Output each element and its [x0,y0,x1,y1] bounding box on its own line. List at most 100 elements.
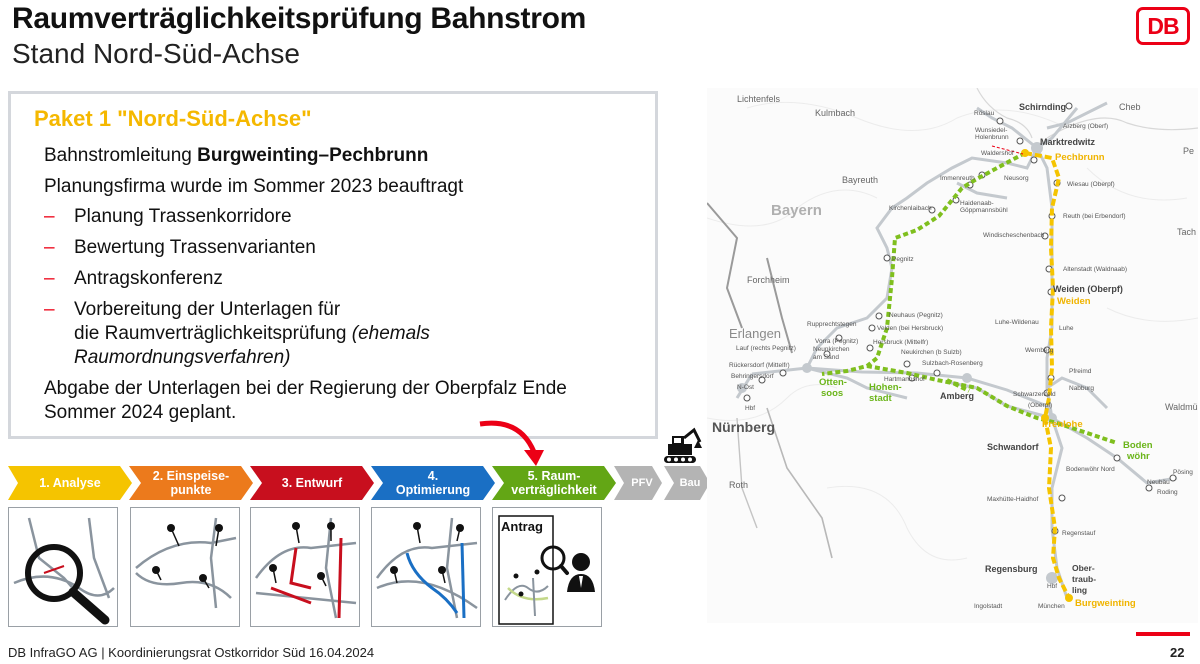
map-label: Luhe-Wildenau [995,319,1039,326]
antrag-label: Antrag [501,519,543,534]
map-label: Kulmbach [815,108,855,118]
map-label: Pfreimd [1069,368,1092,375]
map-label: traub- [1072,574,1096,584]
map-label: Regensburg [985,564,1038,574]
map-city-label: Nürnberg [712,419,775,435]
map-label: Pösing [1173,469,1193,476]
map-label-yellow: Burgweinting [1075,598,1136,609]
map-label: Kirchenlaibach [889,205,932,212]
map-label: Amberg [940,391,974,401]
map-label-green: stadt [869,393,893,404]
content-box [8,91,658,439]
line-prefix: Bahnstromleitung [44,145,198,166]
map-label: Pe [1183,146,1194,156]
thumbnail-einspeisepunkte [130,507,240,627]
step-label: 2. Einspeise- punkte [152,469,230,497]
footer-accent-bar [1136,632,1190,636]
page-number: 22 [1170,645,1185,660]
map-label: Reuth (bei Erbendorf) [1063,213,1126,220]
thumbnail-optimierung [371,507,481,627]
excavator-icon [664,427,702,463]
map-label: Pegnitz [892,256,914,263]
footer-text: DB InfraGO AG | Koordinierungsrat Ostkor… [8,645,375,660]
map-label: Schwandorf [987,442,1040,452]
map-label: Waldershof [981,150,1014,157]
paket-title: Paket 1 "Nord-Süd-Achse" [34,106,312,131]
map-label: Neukirchen (b Sulzb) [901,349,962,356]
map-label: Neubäu [1147,479,1170,486]
map-label: Luhe [1059,325,1074,332]
map-label: Lauf (rechts Pegnitz) [736,345,796,352]
bullet-cont-text: die Raumverträglichkeitsprüfung [74,323,352,344]
map-label: Windischeschenbach [983,232,1045,239]
db-logo-text: DB [1147,13,1179,39]
map-label: Wernberg [1025,347,1054,354]
map-label: Neusorg [1004,175,1029,182]
map-label: Nabburg [1069,385,1094,392]
map-label: Hbf [745,405,755,412]
red-arrow-icon [479,420,544,466]
map-label: Regenstauf [1062,530,1095,537]
map-label: Hartmannshof [884,376,925,383]
bullet-dash: – [44,268,55,289]
map-label: Ober- [1072,563,1095,573]
map-region-label: Bayern [771,202,822,219]
map-label: Waldmü [1165,402,1198,412]
line-route: Burgweinting–Pechbrunn [197,145,429,166]
map-label: Neuhaus (Pegnitz) [889,312,943,319]
map-label: Schwarzenfeld [1013,391,1056,398]
bullet-item: Bewertung Trassenvarianten [74,237,316,258]
thumbnail-analyse [8,507,118,627]
map-label: Altenstadt (Waldnaab) [1063,266,1127,273]
closing-line: Abgabe der Unterlagen bei der Regierung … [44,378,567,399]
bullet-item: Antragskonferenz [74,268,223,289]
db-logo: DB [1136,7,1190,45]
map-label: am Sand [813,354,839,361]
map-label: Weiden (Oberpf) [1053,284,1123,294]
map-label: Göppmannsbühl [960,207,1008,214]
line-planungsfirma: Planungsfirma wurde im Sommer 2023 beauf… [44,176,464,197]
step-label: 1. Analyse [39,476,101,490]
map-label: Cheb [1119,102,1141,112]
step-label: 3. Entwurf [281,476,343,490]
route-map: Lichtenfels Kulmbach Bayreuth Forchheim … [707,88,1198,623]
bullet-item: Planung Trassenkorridore [74,206,292,227]
thumbnail-antrag: Antrag [492,507,602,627]
map-label: Hbf [1047,583,1057,590]
map-label: Roth [729,480,748,490]
map-label: ling [1072,585,1087,595]
map-label: Röslau [974,110,995,117]
map-label: Forchheim [747,275,790,285]
map-label: Velden (bei Hersbruck) [877,325,943,332]
map-label: Marktredwitz [1040,137,1096,147]
map-label: N-Ost [737,384,754,391]
map-label: Rupprechtstegen [807,321,857,328]
line-bahnstromleitung: Bahnstromleitung Burgweinting–Pechbrunn [44,145,428,167]
step-label: 4. Optimierung [395,469,471,497]
map-label: Maxhütte-Haidhof [987,496,1038,503]
bullet-item-cont: Raumordnungsverfahren) [74,347,291,368]
page-title: Raumverträglichkeitsprüfung Bahnstrom [12,2,587,35]
map-label-green: Hohen- [869,382,902,393]
bullet-dash: – [44,206,55,227]
bullet-dash: – [44,299,55,320]
thumbnail-entwurf [250,507,360,627]
map-label: Hersbruck (Mittelfr) [873,339,928,346]
map-label-yellow: Pechbrunn [1055,152,1105,163]
map-label-green: wöhr [1126,451,1150,462]
step-label: PFV [631,477,653,489]
map-label: Sulzbach-Rosenberg [922,360,983,367]
bullet-item: Vorbereitung der Unterlagen für [74,299,341,320]
map-label-green: Otten- [819,377,847,388]
map-label: Immenreuth [940,175,975,182]
bullet-item-cont: die Raumverträglichkeitsprüfung (ehemals [74,323,430,345]
map-label: Lichtenfels [737,94,781,104]
map-label-green: soos [821,388,843,399]
map-label: Tach [1177,227,1196,237]
map-label: Schirnding [1019,102,1066,112]
map-label: (Oberpf) [1028,402,1052,409]
step-label: 5. Raum- verträglichkeit [511,469,597,497]
map-label: Behringersdorf [731,373,774,380]
map-label: Wiesau (Oberpf) [1067,181,1115,188]
map-label: Arzberg (Oberf) [1063,123,1108,130]
